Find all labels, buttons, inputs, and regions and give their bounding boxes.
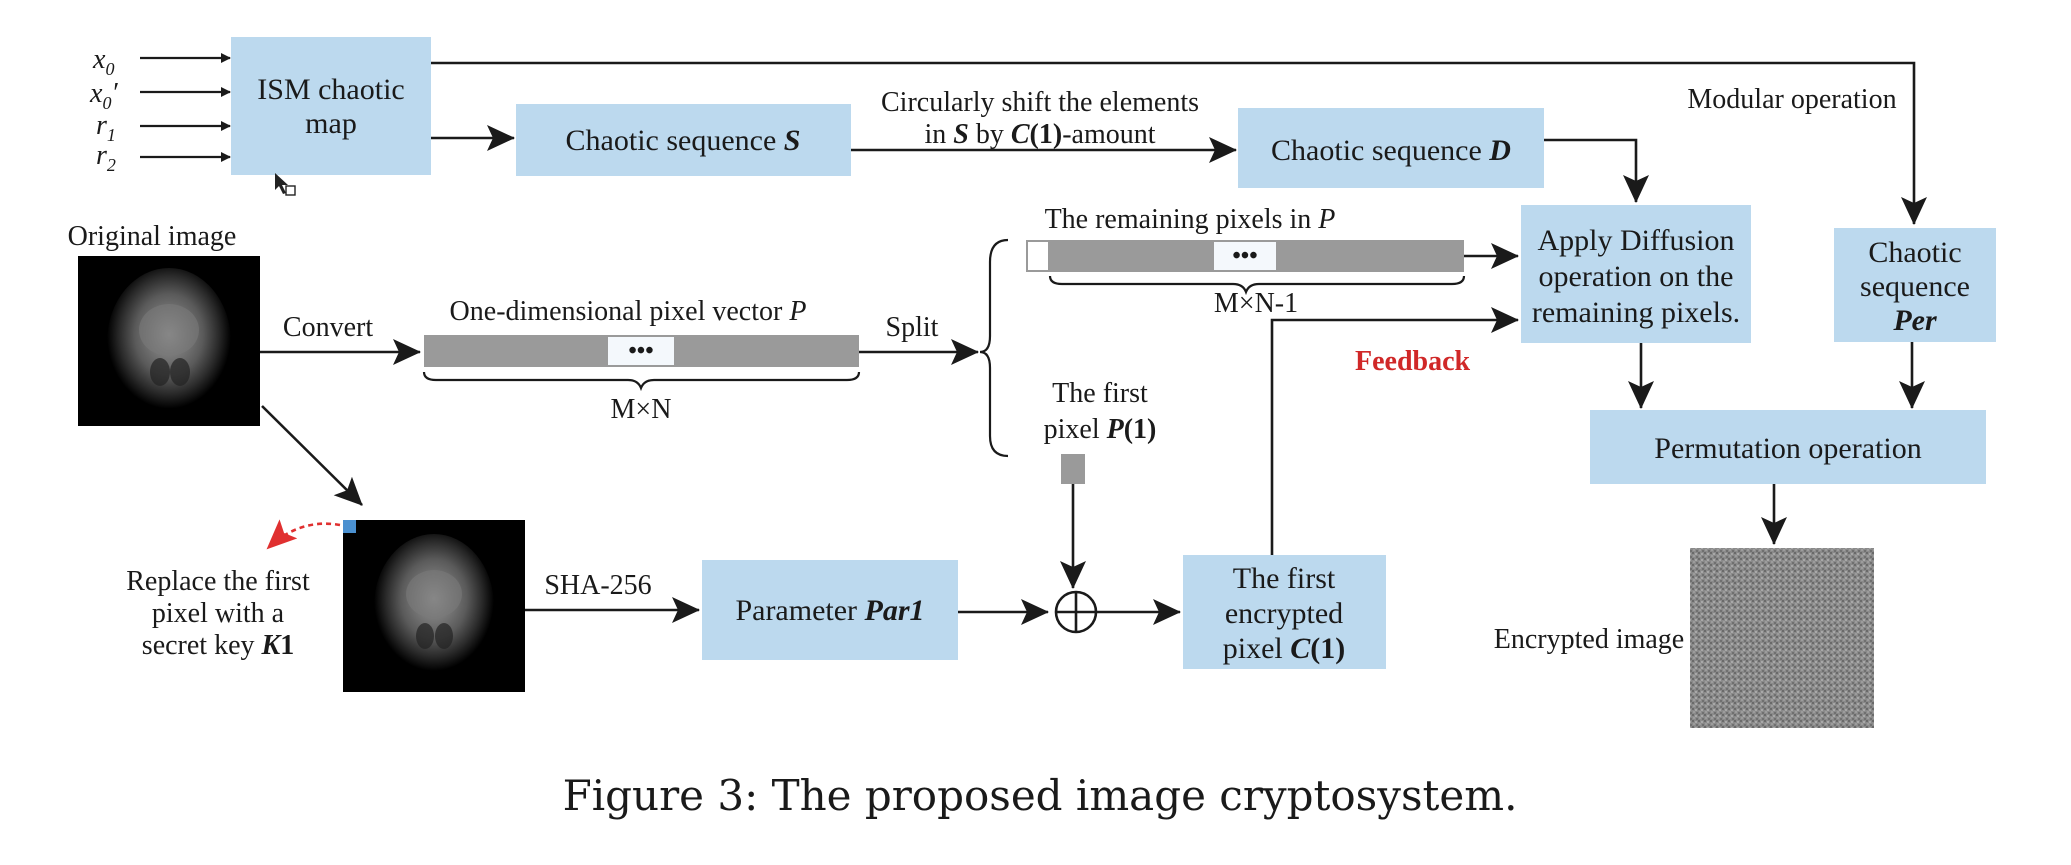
arrow-feedback: [1270, 307, 1519, 555]
chaotic-sequence-per-box: Chaotic sequence Per: [1834, 228, 1996, 342]
arrow-ism-to-per: [431, 61, 1927, 225]
svg-text:ISM chaotic: ISM chaotic: [257, 73, 404, 106]
svg-text:The first: The first: [1052, 378, 1148, 409]
svg-text:x0′: x0′: [89, 78, 118, 113]
cursor-icon: [275, 173, 296, 196]
svg-text:Chaotic sequence S: Chaotic sequence S: [566, 124, 801, 157]
mn1-brace: [1048, 275, 1466, 296]
svg-text:Chaotic sequence D: Chaotic sequence D: [1271, 134, 1511, 167]
svg-text:operation on the: operation on the: [1539, 260, 1734, 293]
figure-caption: Figure 3: The proposed image cryptosyste…: [563, 771, 1518, 820]
input-r1: r1: [96, 110, 116, 145]
red-dotted-arrow: [266, 519, 341, 550]
first-pixel-label: The first pixel P(1): [1044, 378, 1157, 445]
permutation-operation-box: Permutation operation: [1590, 410, 1986, 484]
apply-diffusion-box: Apply Diffusion operation on the remaini…: [1521, 205, 1751, 343]
split-brace: [979, 238, 1009, 458]
original-image-label: Original image: [68, 221, 237, 252]
modular-operation-label: Modular operation: [1687, 84, 1896, 115]
svg-text:•••: •••: [628, 338, 653, 364]
mn1-label: M×N-1: [1214, 288, 1298, 319]
svg-text:Parameter Par1: Parameter Par1: [735, 594, 924, 627]
remaining-pixels-bar: •••: [1026, 240, 1464, 272]
feedback-label: Feedback: [1355, 346, 1471, 377]
svg-text:pixel P(1): pixel P(1): [1044, 414, 1157, 445]
arrow-d-to-diffusion: [1544, 138, 1649, 203]
pixel-vector-bar: •••: [424, 335, 859, 367]
svg-text:pixel with a: pixel with a: [152, 598, 285, 629]
svg-text:in S by C(1)-amount: in S by C(1)-amount: [924, 119, 1155, 150]
input-x0: x0: [92, 44, 114, 79]
first-encrypted-pixel-box: The first encrypted pixel C(1): [1183, 555, 1386, 669]
svg-text:Chaotic: Chaotic: [1868, 236, 1961, 269]
input-r2: r2: [96, 140, 116, 175]
convert-label: Convert: [283, 312, 373, 343]
encrypted-image: [1690, 548, 1874, 728]
parameter-par1-box: Parameter Par1: [702, 560, 958, 660]
mn-label: M×N: [611, 394, 672, 425]
svg-text:•••: •••: [1232, 243, 1257, 269]
original-image: [78, 256, 260, 426]
svg-text:sequence: sequence: [1860, 270, 1970, 303]
svg-text:The first: The first: [1233, 562, 1336, 595]
svg-text:r2: r2: [96, 140, 116, 175]
first-pixel-square: [1061, 454, 1085, 484]
xor-icon: [1054, 590, 1098, 634]
secret-key-pixel: [343, 520, 356, 533]
svg-text:secret key K1: secret key K1: [142, 630, 294, 661]
svg-text:Apply Diffusion: Apply Diffusion: [1538, 224, 1735, 257]
mn-brace: [422, 371, 861, 392]
svg-text:Per: Per: [1892, 304, 1937, 337]
input-x0-prime: x0′: [89, 78, 118, 113]
circular-shift-label: Circularly shift the elements in S by C(…: [881, 87, 1199, 150]
svg-text:remaining pixels.: remaining pixels.: [1532, 296, 1740, 329]
remaining-pixels-label: The remaining pixels in P: [1045, 204, 1336, 235]
arrow-to-key-image: [261, 405, 363, 506]
svg-text:Permutation operation: Permutation operation: [1654, 432, 1921, 465]
sha256-label: SHA-256: [544, 570, 651, 601]
replace-first-pixel-label: Replace the first pixel with a secret ke…: [126, 566, 310, 661]
svg-text:pixel C(1): pixel C(1): [1223, 632, 1346, 665]
svg-text:r1: r1: [96, 110, 116, 145]
svg-text:map: map: [305, 107, 357, 140]
svg-text:Circularly shift the elements: Circularly shift the elements: [881, 87, 1199, 118]
chaotic-sequence-d-box: Chaotic sequence D: [1238, 108, 1544, 188]
chaotic-sequence-s-box: Chaotic sequence S: [516, 104, 851, 176]
key-image: [343, 520, 525, 692]
split-label: Split: [886, 312, 939, 343]
svg-text:encrypted: encrypted: [1225, 597, 1343, 630]
ism-chaotic-map-box: ISM chaotic map: [231, 37, 431, 175]
encrypted-image-label: Encrypted image: [1494, 624, 1684, 655]
pixel-vector-label: One-dimensional pixel vector P: [450, 296, 807, 327]
svg-text:x0: x0: [92, 44, 114, 79]
svg-text:Replace the first: Replace the first: [126, 566, 310, 597]
